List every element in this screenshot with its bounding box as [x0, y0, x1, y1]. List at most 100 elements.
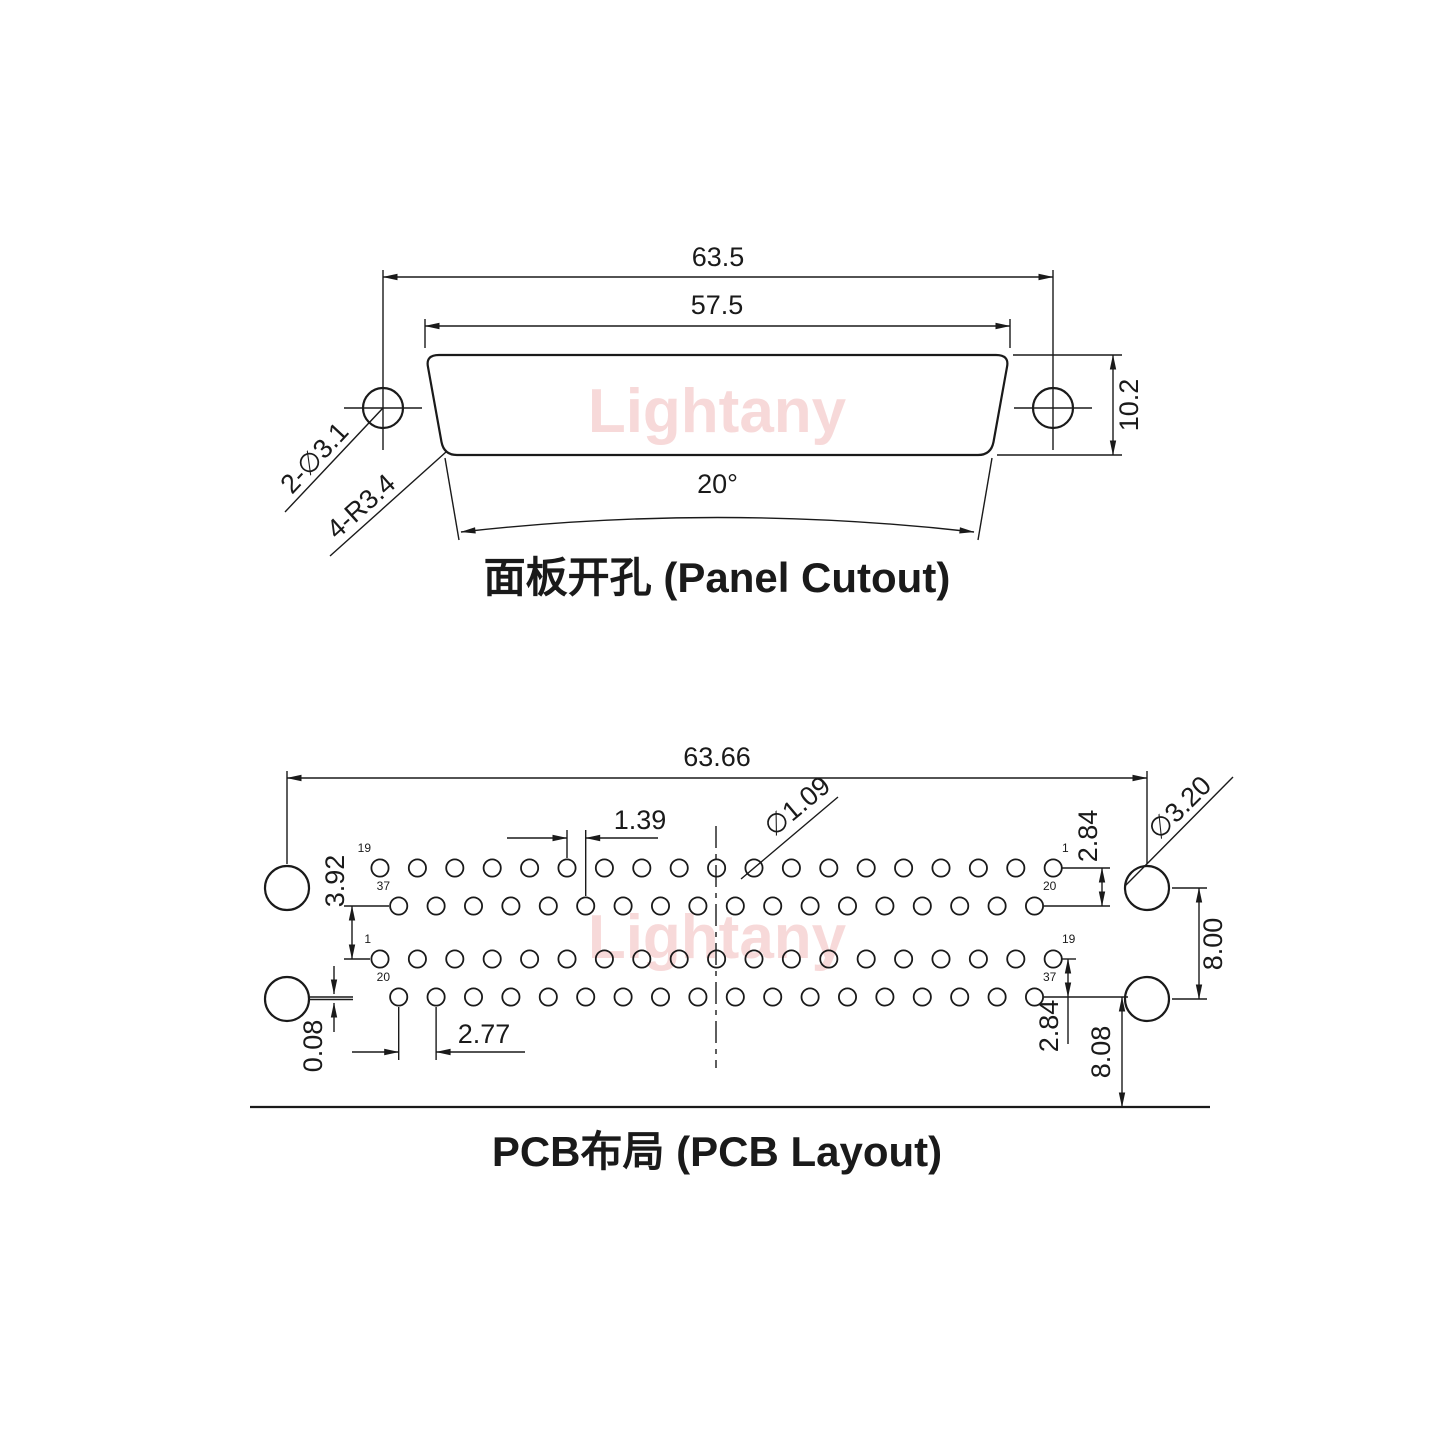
pin-hole [912, 896, 932, 916]
pin-hole [407, 858, 427, 878]
pin-hole [613, 896, 633, 916]
mount-hole-right [1014, 366, 1092, 450]
pin-hole [838, 987, 858, 1007]
dim-port-gap: 3.92 [320, 855, 389, 960]
pin-hole [389, 987, 409, 1007]
pin-hole [894, 858, 914, 878]
pin-hole [482, 858, 502, 878]
dim-edge-distance: 8.08 [1086, 996, 1126, 1108]
dim-row4-offset: 0.08 [298, 966, 353, 1072]
pin-hole [800, 896, 820, 916]
pcb-layout-view: Lightany 63.66 1.39 ∅1.09 [250, 742, 1234, 1175]
pin-hole [894, 949, 914, 969]
dim-angle-label: 20° [697, 469, 738, 499]
pin-hole [370, 858, 390, 878]
pin-hole [744, 949, 764, 969]
pin-hole [781, 949, 801, 969]
pin-hole [819, 858, 839, 878]
pin-hole [520, 949, 540, 969]
label-corner-radius-text: 4-R3.4 [321, 468, 401, 545]
pin-hole [651, 987, 671, 1007]
pin-numbers: 19 37 1 20 1 20 19 37 [358, 841, 1076, 984]
pcb-mount-hole [1123, 864, 1171, 912]
dim-row-pitch-top-right-label: 2.84 [1073, 810, 1103, 863]
pin-hole [613, 987, 633, 1007]
pin-hole [931, 949, 951, 969]
dim-row-offset-label: 1.39 [614, 805, 667, 835]
dim-row-offset: 1.39 [507, 805, 666, 896]
pin-hole [968, 949, 988, 969]
pin-hole [501, 987, 521, 1007]
pin-hole [912, 987, 932, 1007]
pin-hole [576, 896, 596, 916]
label-mount-dia: ∅3.20 [1124, 770, 1234, 887]
dim-pin-pitch: 2.77 [352, 1007, 525, 1060]
pin-number: 20 [377, 970, 391, 984]
pin-hole [838, 896, 858, 916]
pin-hole [856, 949, 876, 969]
cutout-outline [426, 353, 1009, 457]
pcb-mount-hole [263, 864, 311, 912]
dim-pin-pitch-label: 2.77 [458, 1019, 511, 1049]
pin-hole [763, 987, 783, 1007]
pin-hole [557, 858, 577, 878]
dim-angle: 20° [444, 457, 993, 541]
dim-overall-width: 63.66 [286, 742, 1148, 864]
label-pin-dia: ∅1.09 [740, 770, 839, 880]
dim-edge-distance-label: 8.08 [1086, 1026, 1116, 1079]
pin-number: 20 [1043, 879, 1057, 893]
pin-hole [987, 896, 1007, 916]
pin-hole [688, 896, 708, 916]
pin-hole [819, 949, 839, 969]
pin-number: 37 [1043, 970, 1057, 984]
pin-number: 1 [364, 932, 371, 946]
watermark-bottom: Lightany [588, 903, 847, 972]
pcb-mount-hole [263, 975, 311, 1023]
dim-overall-width-label: 63.66 [683, 742, 751, 772]
pin-hole [501, 896, 521, 916]
pin-hole [856, 858, 876, 878]
pin-hole [445, 858, 465, 878]
panel-cutout-title: 面板开孔 (Panel Cutout) [484, 554, 951, 601]
dim-row-pitch-bottom-right: 2.84 [1034, 958, 1128, 1053]
pin-hole [1006, 858, 1026, 878]
pin-number: 19 [358, 841, 372, 855]
pin-hole [763, 896, 783, 916]
pin-hole [1043, 949, 1063, 969]
pcb-mount-holes [263, 864, 1171, 1023]
pin-hole [1025, 987, 1045, 1007]
label-mount-holes-text: 2-∅3.1 [274, 417, 354, 500]
dim-height-label: 10.2 [1114, 379, 1144, 432]
pin-hole [389, 896, 409, 916]
pin-hole [426, 896, 446, 916]
pin-hole [1006, 949, 1026, 969]
dim-width-inner-label: 57.5 [691, 290, 744, 320]
pin-hole [463, 896, 483, 916]
dim-row-pitch-bottom-right-label: 2.84 [1034, 1000, 1064, 1053]
pin-hole [463, 987, 483, 1007]
pin-hole [538, 896, 558, 916]
label-corner-radius: 4-R3.4 [321, 451, 447, 557]
pin-hole [931, 858, 951, 878]
dim-height: 10.2 [997, 354, 1144, 456]
dim-row4-offset-label: 0.08 [298, 1020, 328, 1073]
pin-hole [407, 949, 427, 969]
pin-hole [632, 949, 652, 969]
pin-hole [557, 949, 577, 969]
dim-width-outer-label: 63.5 [692, 242, 745, 272]
pcb-layout-title: PCB布局 (PCB Layout) [492, 1128, 942, 1175]
dim-mount-pitch: 8.00 [1172, 887, 1228, 1000]
pin-hole [800, 987, 820, 1007]
pin-hole [520, 858, 540, 878]
pin-hole [744, 858, 764, 878]
pin-hole [651, 896, 671, 916]
dim-width-outer: 63.5 [382, 242, 1054, 366]
pin-hole [781, 858, 801, 878]
pin-hole [725, 987, 745, 1007]
pin-hole [594, 949, 614, 969]
watermark-top: Lightany [588, 377, 847, 446]
dim-row-pitch-top-right: 2.84 [1044, 810, 1110, 907]
pin-hole [482, 949, 502, 969]
